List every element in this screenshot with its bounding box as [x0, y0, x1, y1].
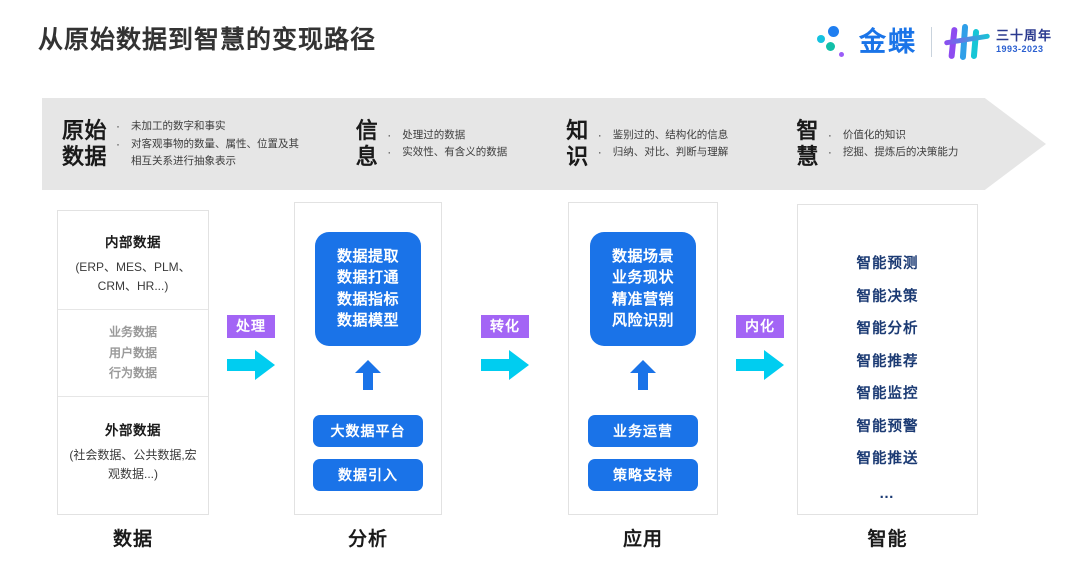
banner-content: 原始 数据 · 未加工的数字和事实 · 对客观事物的数量、属性、位置及其相互关系进行… — [42, 98, 1002, 190]
stage-name: 智 慧 — [796, 118, 819, 169]
column-label-data: 数据 — [112, 529, 153, 550]
analysis-capability-line: 数据指标 — [336, 290, 399, 308]
column-label-analysis: 分析 — [347, 529, 388, 550]
connector-internalize: 内化 — [726, 315, 794, 380]
stage-name: 知 识 — [566, 118, 589, 169]
intelligence-item: 智能预警 — [856, 418, 919, 435]
intelligence-item: 智能分析 — [856, 321, 919, 337]
right-arrow-icon — [217, 350, 285, 380]
intelligence-item: 智能监控 — [856, 386, 919, 402]
analysis-ingest-pill[interactable]: 数据引入 — [313, 459, 423, 491]
card-analysis: 数据提取 数据打通 数据指标 数据模型 大数据平台 数据引入 — [294, 202, 442, 515]
data-type-item: 行为数据 — [108, 366, 157, 381]
external-data-subtitle: (社会数据、公共数据,宏观数据...) — [69, 448, 197, 481]
application-scenario-line: 业务现状 — [611, 269, 674, 287]
banner-stage-knowledge: 知 识 · 鉴别过的、结构化的信息 · 归纳、对比、判断与理解 — [566, 98, 796, 190]
card-intelligence: 智能预测 智能决策 智能分析 智能推荐 智能监控 智能预警 智能推送 … — [797, 204, 978, 515]
anniversary-years: 1993-2023 — [995, 44, 1044, 55]
application-scenario-line: 精准营销 — [611, 290, 674, 308]
right-arrow-icon — [471, 350, 539, 380]
bullet-text: 归纳、对比、判断与理解 — [612, 146, 729, 158]
maturity-banner-arrow — [42, 98, 1046, 190]
bullet-text: 未加工的数字和事实 — [131, 120, 226, 133]
intelligence-item: 智能预测 — [856, 256, 919, 272]
internal-data-title: 内部数据 — [105, 235, 161, 250]
banner-stage-information: 信 息 · 处理过的数据 · 实效性、有含义的数据 — [356, 98, 567, 190]
intelligence-item: 智能决策 — [856, 288, 919, 305]
analysis-capability-line: 数据提取 — [336, 248, 399, 265]
anniversary-text: 三十周年 1993-2023 — [995, 28, 1052, 55]
bullet-dot-icon: · — [597, 145, 602, 159]
stage-bullets: · 未加工的数字和事实 · 对客观事物的数量、属性、位置及其相互关系进行抽象表示 — [116, 118, 306, 169]
stage-bullets: · 鉴别过的、结构化的信息 · 归纳、对比、判断与理解 — [598, 127, 729, 162]
column-label-application: 应用 — [622, 529, 663, 550]
bullet-dot-icon: · — [827, 145, 832, 159]
application-scenario-line: 数据场景 — [611, 248, 674, 265]
connector-transform: 转化 — [471, 315, 539, 380]
connector-badge-label: 处理 — [227, 315, 275, 338]
stage-bullets: · 价值化的知识 · 挖掘、提炼后的决策能力 — [828, 127, 959, 162]
bullet-text: 处理过的数据 — [402, 128, 466, 141]
bullet-text: 挖掘、提炼后的决策能力 — [842, 146, 959, 158]
stage-bullets: · 处理过的数据 · 实效性、有含义的数据 — [387, 127, 507, 162]
column-label-intelligence: 智能 — [867, 529, 908, 550]
bullet-dot-icon: · — [387, 145, 392, 159]
bullet-text: 鉴别过的、结构化的信息 — [612, 128, 729, 141]
application-scenario-line: 风险识别 — [611, 311, 674, 329]
bullet-dot-icon: · — [597, 127, 602, 142]
page-title: 从原始数据到智慧的变现路径 — [38, 26, 377, 54]
right-arrow-icon — [726, 350, 794, 380]
banner-stage-raw-data: 原始 数据 · 未加工的数字和事实 · 对客观事物的数量、属性、位置及其相互关系进行… — [42, 98, 356, 190]
analysis-capability-line: 数据模型 — [336, 311, 399, 329]
connector-badge-label: 内化 — [736, 315, 784, 338]
analysis-platform-pill[interactable]: 大数据平台 — [313, 415, 423, 447]
card-data: 内部数据 (ERP、MES、PLM、CRM、HR...) 业务数据 用户数据 行… — [57, 210, 209, 515]
bullet-dot-icon: · — [116, 119, 121, 134]
anniversary-label: 三十周年 — [995, 28, 1052, 44]
bullet-text: 对客观事物的数量、属性、位置及其相互关系进行抽象表示 — [131, 137, 300, 167]
bullet-dot-icon: · — [116, 136, 121, 151]
bullet-text: 价值化的知识 — [842, 128, 906, 141]
logo-divider — [930, 27, 932, 57]
data-types-section: 业务数据 用户数据 行为数据 — [58, 309, 208, 398]
intelligence-list: 智能预测 智能决策 智能分析 智能推荐 智能监控 智能预警 智能推送 … — [798, 205, 977, 502]
application-strategy-pill[interactable]: 策略支持 — [588, 459, 698, 491]
brand-name: 金蝶 — [858, 26, 917, 57]
application-scenario-box: 数据场景 业务现状 精准营销 风险识别 — [590, 232, 696, 347]
bullet-dot-icon: · — [827, 127, 832, 142]
intelligence-ellipsis: … — [879, 484, 896, 502]
up-arrow-icon — [353, 360, 383, 390]
analysis-capability-box: 数据提取 数据打通 数据指标 数据模型 — [315, 232, 421, 347]
stage-name: 信 息 — [355, 118, 379, 169]
anniversary-mark-icon — [943, 23, 991, 61]
data-type-item: 用户数据 — [108, 345, 157, 360]
internal-data-subtitle: (ERP、MES、PLM、CRM、HR...) — [75, 260, 191, 293]
bullet-text: 实效性、有含义的数据 — [402, 146, 508, 158]
kingdee-dots-icon — [815, 25, 849, 59]
application-operations-pill[interactable]: 业务运营 — [588, 415, 698, 447]
intelligence-item: 智能推荐 — [856, 353, 919, 370]
brand-logo: 金蝶 三十周年 1993-2023 — [815, 20, 1052, 64]
card-application: 数据场景 业务现状 精准营销 风险识别 业务运营 策略支持 — [568, 202, 718, 515]
data-type-item: 业务数据 — [108, 325, 157, 340]
internal-data-section: 内部数据 (ERP、MES、PLM、CRM、HR...) — [58, 211, 208, 309]
external-data-title: 外部数据 — [105, 423, 161, 439]
external-data-section: 外部数据 (社会数据、公共数据,宏观数据...) — [58, 397, 208, 497]
up-arrow-icon — [628, 360, 658, 390]
intelligence-item: 智能推送 — [856, 451, 919, 467]
banner-stage-wisdom: 智 慧 · 价值化的知识 · 挖掘、提炼后的决策能力 — [796, 98, 1002, 190]
connector-process: 处理 — [217, 315, 285, 380]
connector-badge-label: 转化 — [481, 315, 529, 338]
bullet-dot-icon: · — [387, 127, 392, 142]
analysis-capability-line: 数据打通 — [336, 269, 399, 287]
stage-name: 原始 数据 — [62, 118, 108, 169]
